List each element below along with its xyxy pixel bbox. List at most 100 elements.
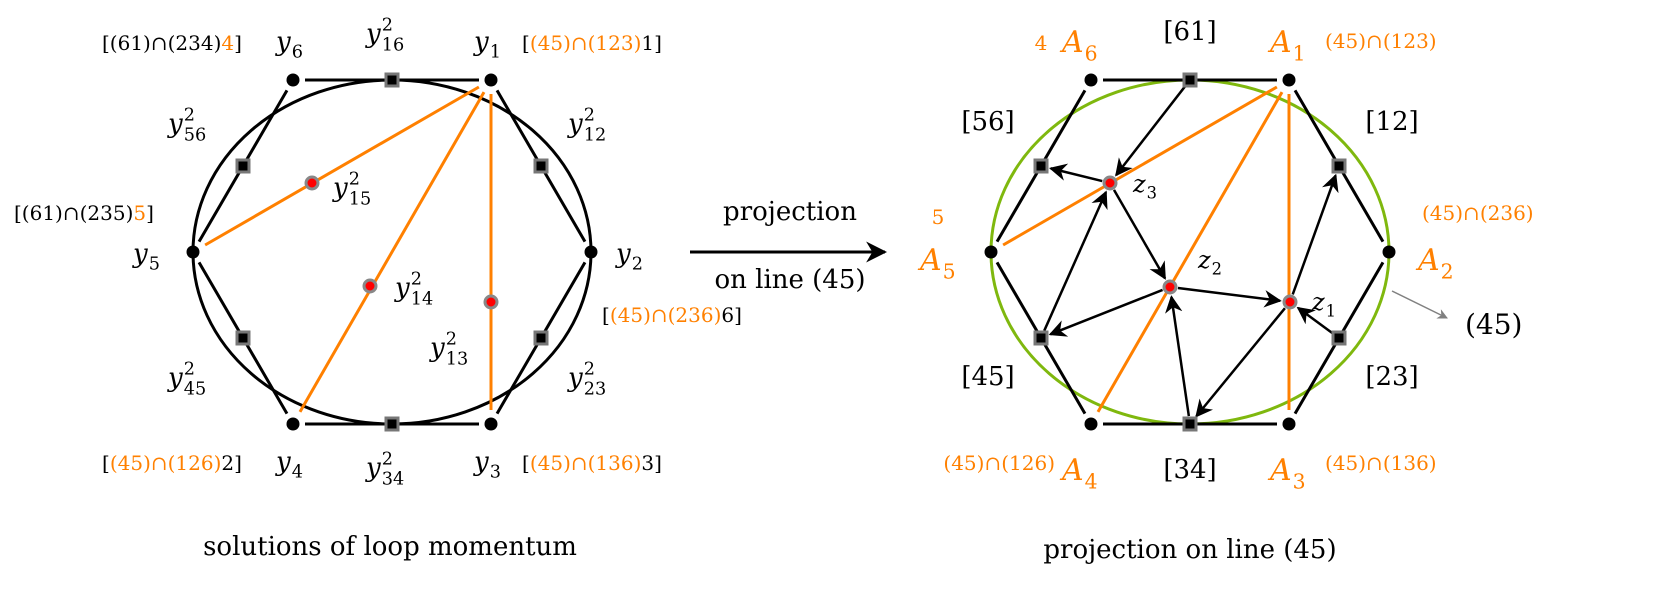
arrow-z3-to-z2 xyxy=(1112,189,1167,280)
vertex-dot xyxy=(186,245,200,259)
arrow-label-bottom: on line (45) xyxy=(714,265,865,295)
line-45-label: (45) xyxy=(1465,308,1522,341)
vertex-label-base: A xyxy=(1267,453,1292,488)
z-label-base: z xyxy=(1197,246,1211,274)
square-marker xyxy=(1331,330,1347,346)
vertex-note: (45)∩(136) xyxy=(1325,451,1437,475)
vertex-dot xyxy=(286,73,300,87)
diagonal-label-base: y xyxy=(332,173,348,203)
vertex-dot xyxy=(1382,245,1396,259)
square-marker xyxy=(1331,158,1347,174)
square-marker xyxy=(1182,72,1198,88)
edge-label: [56] xyxy=(961,107,1014,137)
square-marker xyxy=(384,72,400,88)
intersection-label-part: [(61)∩(235) xyxy=(14,201,133,225)
edge-label-sub: 23 xyxy=(584,380,607,400)
edge-label-base: y xyxy=(365,19,381,49)
vertex-label-sub: 1 xyxy=(490,42,501,62)
edge-label-sub: 12 xyxy=(584,126,607,146)
orange-diagonal xyxy=(1096,91,1284,413)
z-label: z3 xyxy=(1132,170,1157,203)
vertex-dot xyxy=(984,245,998,259)
vertex-label: y5 xyxy=(132,239,160,274)
vertex-label-base: y xyxy=(473,27,489,57)
vertex-note: (45)∩(123) xyxy=(1325,29,1437,53)
line-45-pointer xyxy=(1391,290,1448,319)
vertex-label-sub: 2 xyxy=(1441,259,1454,283)
intersection-label-part: [ xyxy=(522,31,530,55)
edge-label: [45] xyxy=(961,362,1014,392)
intersection-label-part: (45)∩(123) xyxy=(530,31,642,55)
diagonal-label-sup: 2 xyxy=(411,269,422,289)
caption: solutions of loop momentum xyxy=(203,532,577,562)
diagonal-label-sup: 2 xyxy=(446,329,457,349)
vertex-label: A5 xyxy=(917,243,956,283)
diagonal-label-base: y xyxy=(394,273,410,303)
intersection-label-part: (45)∩(126) xyxy=(110,451,222,475)
edge-label-sup: 2 xyxy=(184,359,195,379)
square-marker xyxy=(533,330,549,346)
red-point xyxy=(1282,294,1298,310)
orange-diagonal xyxy=(298,91,486,413)
z-label: z2 xyxy=(1197,246,1222,279)
intersection-label: [(45)∩(136)3] xyxy=(522,451,662,475)
vertex-dot xyxy=(484,417,498,431)
intersection-label: [(61)∩(235)5] xyxy=(14,201,154,225)
arrow-label-top: projection xyxy=(723,197,857,227)
vertex-note: (45)∩(236) xyxy=(1422,201,1534,225)
arrow-z2-to-z1 xyxy=(1177,286,1282,308)
z-label-sub: 2 xyxy=(1212,260,1222,279)
intersection-label-part: 6] xyxy=(721,303,742,327)
vertex-label-sub: 1 xyxy=(1293,41,1306,65)
intersection-label-part: 1] xyxy=(641,31,662,55)
red-point xyxy=(1162,279,1178,295)
square-marker xyxy=(533,158,549,174)
red-point xyxy=(304,175,320,191)
right-diagram: A1A2A3A4A5A6(45)∩(123)(45)∩(236)(45)∩(13… xyxy=(917,17,1534,565)
vertex-dot xyxy=(584,245,598,259)
z-label-base: z xyxy=(1311,288,1325,316)
square-marker xyxy=(1033,158,1049,174)
vertex-label: A1 xyxy=(1267,25,1306,65)
edge-label-sup: 2 xyxy=(382,15,393,35)
vertex-label-sub: 3 xyxy=(1293,469,1306,493)
edge-label-base: y xyxy=(365,453,381,483)
vertex-label-base: A xyxy=(1267,25,1292,60)
intersection-label-part: ] xyxy=(234,31,242,55)
intersection-label-part: (45)∩(236) xyxy=(610,303,722,327)
caption: projection on line (45) xyxy=(1043,535,1336,565)
diagonal-label-sup: 2 xyxy=(349,169,360,189)
vertex-label-sub: 5 xyxy=(943,259,956,283)
edge-label-sub: 56 xyxy=(184,126,207,146)
vertex-label-base: A xyxy=(917,243,942,278)
arrow-z1-to-s34 xyxy=(1195,307,1286,418)
vertex-label-base: A xyxy=(1059,453,1084,488)
orange-diagonal xyxy=(1002,85,1278,247)
vertex-label-sub: 2 xyxy=(632,254,643,274)
diagonal-label-base: y xyxy=(429,333,445,363)
orange-diagonal xyxy=(204,85,480,247)
edge-label-sup: 2 xyxy=(584,105,595,125)
intersection-label-part: [ xyxy=(522,451,530,475)
vertex-label-sub: 4 xyxy=(292,462,303,482)
vertex-label-base: y xyxy=(473,447,489,477)
edge-label-sub: 45 xyxy=(184,380,207,400)
vertex-note: 4 xyxy=(1035,31,1048,55)
edge-label: [12] xyxy=(1365,107,1418,137)
vertex-label-sub: 6 xyxy=(1085,41,1098,65)
red-point xyxy=(362,278,378,294)
vertex-label-base: A xyxy=(1415,243,1440,278)
vertex-label-sub: 5 xyxy=(149,254,160,274)
z-label-sub: 3 xyxy=(1147,184,1157,203)
diagonal-label-sub: 13 xyxy=(446,350,469,370)
square-marker xyxy=(384,416,400,432)
square-marker xyxy=(235,330,251,346)
intersection-label-part: ] xyxy=(146,201,154,225)
edge-label-base: y xyxy=(167,109,183,139)
